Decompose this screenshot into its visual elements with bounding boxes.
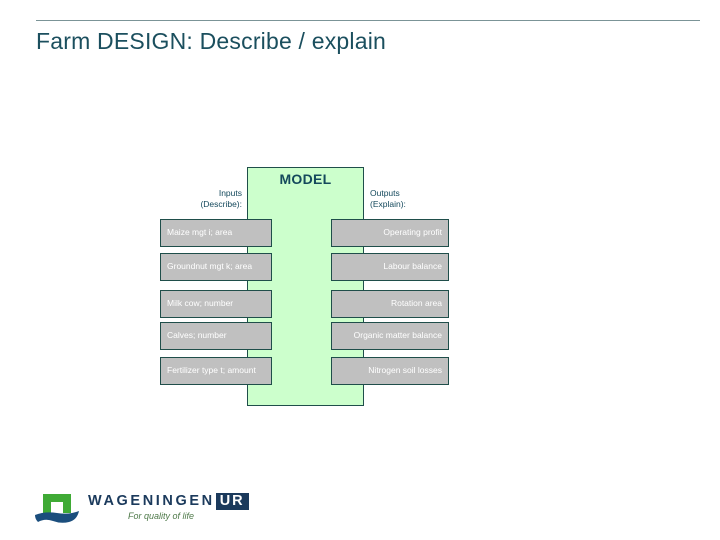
input-box[interactable]: Milk cow; number (160, 290, 272, 318)
output-box[interactable]: Operating profit (331, 219, 449, 247)
input-box[interactable]: Maize mgt i; area (160, 219, 272, 247)
output-box[interactable]: Nitrogen soil losses (331, 357, 449, 385)
inputs-heading-line1: Inputs (218, 188, 242, 198)
input-box[interactable]: Calves; number (160, 322, 272, 350)
outputs-heading-line2: (Explain): (370, 199, 406, 209)
header-divider (36, 20, 700, 21)
input-box[interactable]: Fertilizer type t; amount (160, 357, 272, 385)
output-box[interactable]: Organic matter balance (331, 322, 449, 350)
inputs-heading-line2: (Describe): (200, 199, 242, 209)
logo-tagline: For quality of life (128, 511, 195, 521)
wageningen-wordmark-text: WAGENINGEN (88, 493, 215, 509)
input-box[interactable]: Groundnut mgt k; area (160, 253, 272, 281)
inputs-heading: Inputs (Describe): (160, 188, 242, 210)
page-title: Farm DESIGN: Describe / explain (36, 28, 387, 54)
wageningen-logo-mark-icon (35, 494, 79, 523)
output-box[interactable]: Labour balance (331, 253, 449, 281)
ur-badge: UR (215, 493, 249, 510)
outputs-heading-line1: Outputs (370, 188, 400, 198)
model-label: MODEL (279, 171, 332, 187)
output-box[interactable]: Rotation area (331, 290, 449, 318)
outputs-heading: Outputs (Explain): (370, 188, 460, 210)
